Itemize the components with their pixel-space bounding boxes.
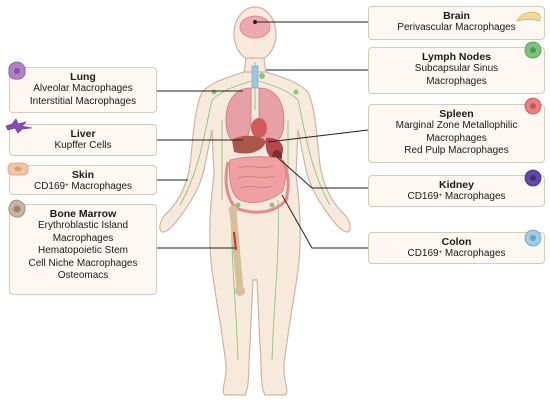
liver-macrophage-icon [5,118,33,134]
brain-box: Brain Perivascular Macrophages [368,6,545,40]
lymph-line-1: Subcapsular Sinus [414,63,499,74]
lymph-macrophage-icon [524,41,542,59]
lung-line-1: Alveolar Macrophages [33,83,133,94]
brain-line-1: Perivascular Macrophages [397,22,516,33]
kidney-box: Kidney CD169+ Macrophages [368,175,545,207]
liver-title: Liver [70,128,96,140]
kidney-macrophage-icon [524,169,542,187]
connector-lines [157,20,369,249]
bone-marrow-macrophage-icon [8,199,26,218]
bone-marrow-line-3: Hematopoietic Stem [37,245,129,256]
heart [251,118,267,138]
skin-box: Skin CD169+ Macrophages [9,165,157,195]
colon-box: Colon CD169+ Macrophages [368,232,545,264]
liver-box: Liver Kupffer Cells [9,124,157,156]
brain-organ [239,15,271,39]
bone-marrow-box: Bone Marrow Erythroblastic Island Macrop… [9,204,157,295]
liver-line-1: Kupffer Cells [54,140,112,151]
lymph-title: Lymph Nodes [421,51,492,63]
lung-box: Lung Alveolar Macrophages Interstitial M… [9,67,157,113]
colon-organ [224,159,290,214]
colon-line-1: CD169+ Macrophages [407,248,506,259]
spleen-line-3: Red Pulp Macrophages [404,145,509,156]
spleen-box: Spleen Marginal Zone Metallophilic Macro… [368,104,545,163]
kidney-line-1: CD169+ Macrophages [407,191,506,202]
spleen-line-1: Marginal Zone Metallophilic [395,120,518,131]
femur-bone [228,205,245,296]
bone-marrow-line-5: Osteomacs [57,270,109,281]
lung-macrophage-icon [8,61,26,80]
lymphatic-vessels [179,62,331,361]
trachea [251,65,259,89]
spleen-line-2: Macrophages [426,132,487,144]
skin-macrophage-icon [7,162,29,176]
skin-line-1: CD169+ Macrophages [33,181,133,192]
lung-title: Lung [70,71,96,83]
lymph-box: Lymph Nodes Subcapsular Sinus Macrophage… [368,47,545,94]
brain-macrophage-icon [516,11,541,22]
lung-line-2: Interstitial Macrophages [29,95,137,107]
bone-marrow-line-4: Cell Niche Macrophages [28,257,138,269]
bone-marrow-line-1: Erythroblastic Island [37,220,129,231]
kidney-title: Kidney [438,179,474,191]
spleen-title: Spleen [439,108,474,120]
skin-title: Skin [71,169,95,181]
lymph-line-2: Macrophages [426,75,487,87]
intestines [228,156,286,203]
bone-marrow-title: Bone Marrow [49,208,117,220]
bone-marrow-line-2: Macrophages [52,232,114,244]
colon-macrophage-icon [524,229,542,247]
spleen-macrophage-icon [524,97,542,115]
brain-title: Brain [443,10,470,22]
colon-title: Colon [441,236,472,248]
